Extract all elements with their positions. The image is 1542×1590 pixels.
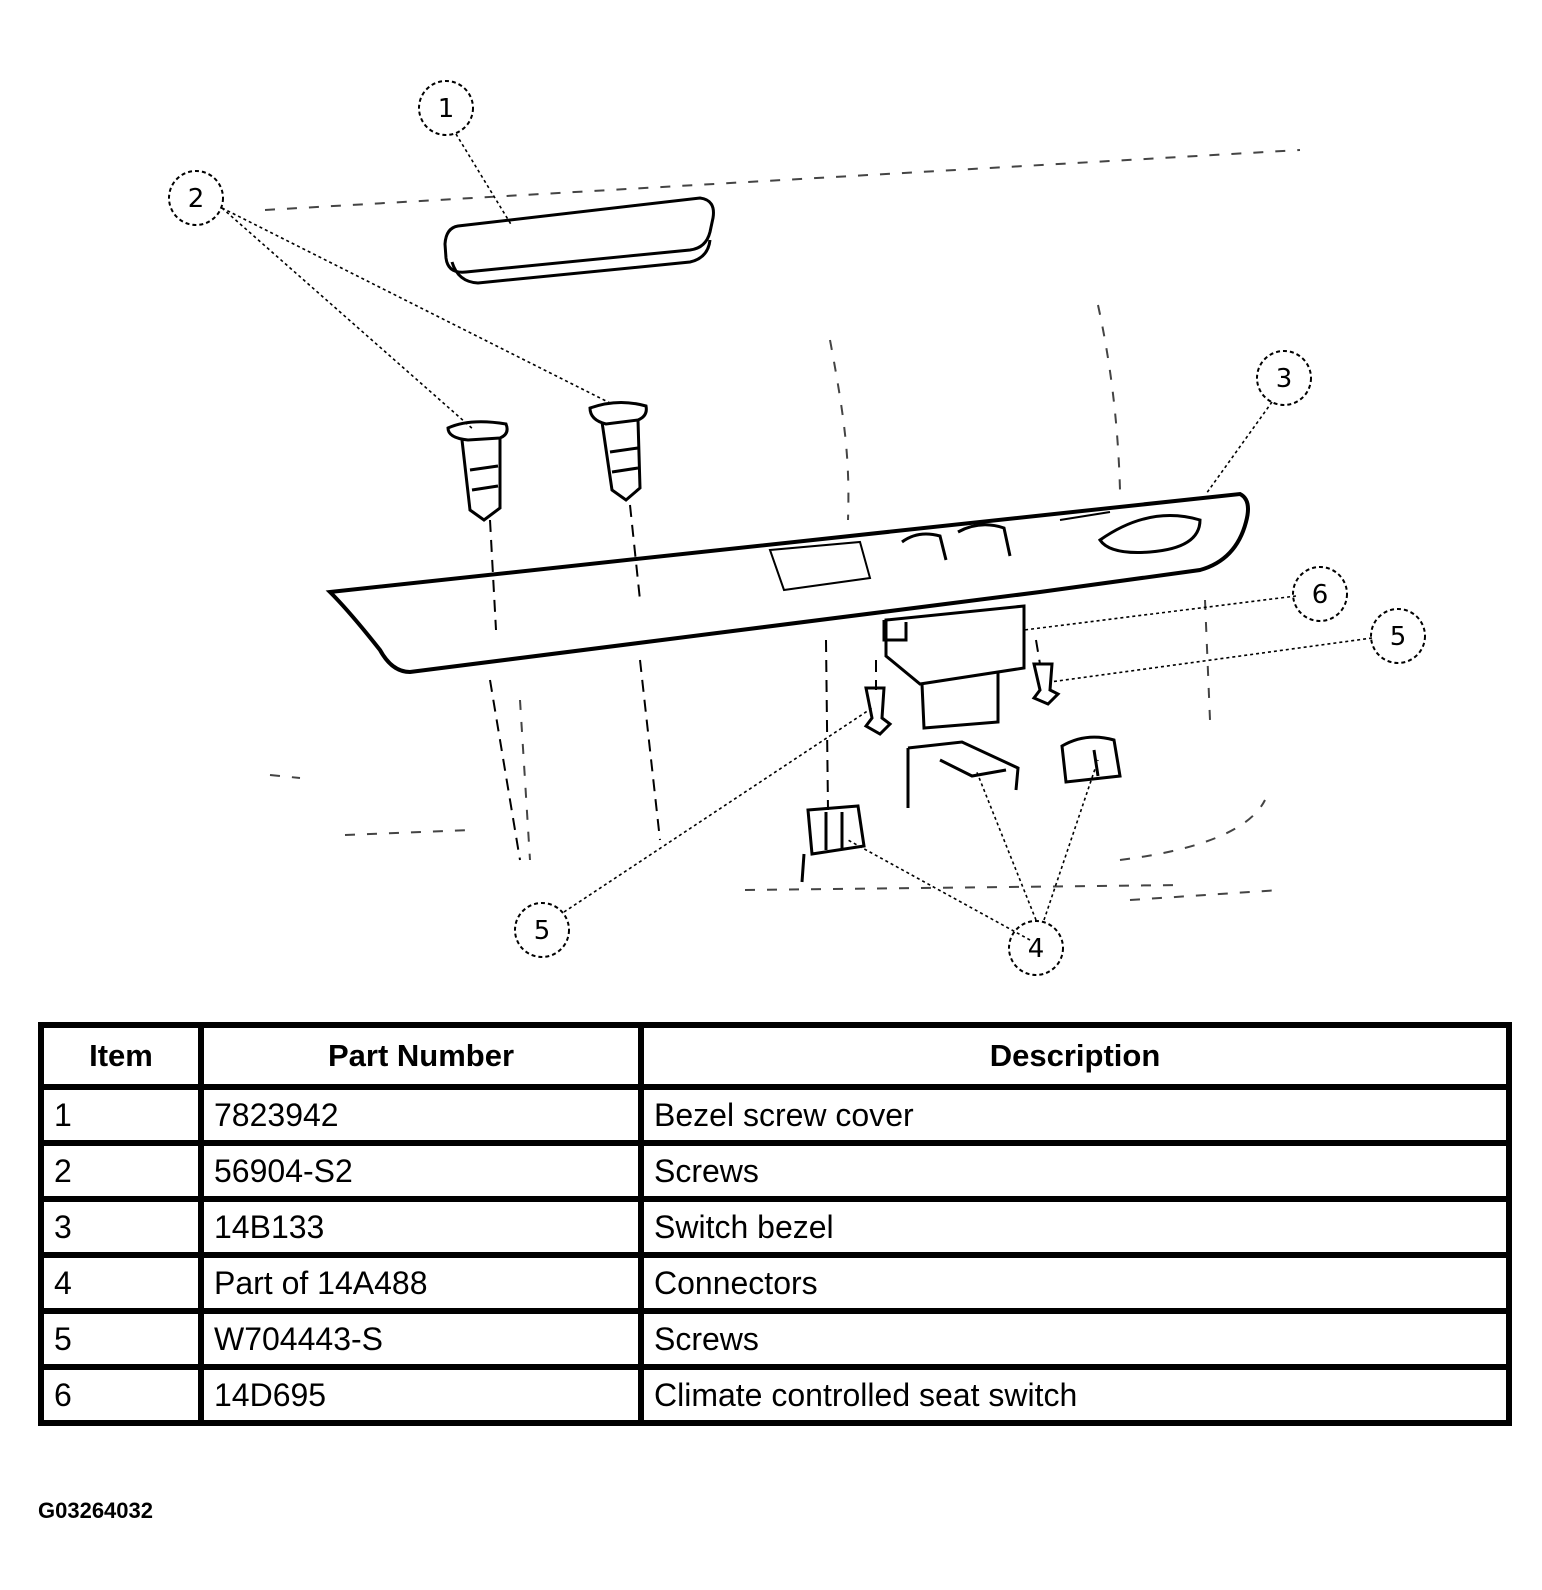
column-header-item: Item — [38, 1022, 204, 1090]
table-row: 5 W704443-S Screws — [38, 1308, 1512, 1370]
callout-leader-lines — [221, 133, 1373, 941]
callout-2: 2 — [168, 170, 224, 226]
callout-5-right: 5 — [1370, 608, 1426, 664]
description-cell: Switch bezel — [638, 1196, 1512, 1258]
callout-5-left-number: 5 — [534, 916, 551, 946]
item-cell: 2 — [38, 1140, 204, 1202]
callout-6: 6 — [1292, 566, 1348, 622]
table-row: 4 Part of 14A488 Connectors — [38, 1252, 1512, 1314]
connector-center — [906, 740, 1020, 808]
exploded-parts-diagram: 1 2 3 6 5 5 4 — [168, 80, 1426, 976]
switch-bezel-part — [325, 491, 1250, 675]
description-cell: Bezel screw cover — [638, 1084, 1512, 1146]
part-number-cell: Part of 14A488 — [198, 1252, 644, 1314]
item-cell: 6 — [38, 1364, 204, 1426]
description-cell: Climate controlled seat switch — [638, 1364, 1512, 1426]
callout-5-right-number: 5 — [1390, 622, 1407, 652]
table-row: 2 56904-S2 Screws — [38, 1140, 1512, 1202]
part-number-cell: 14D695 — [198, 1364, 644, 1426]
switch-screw-right — [1031, 662, 1061, 706]
assembly-alignment-lines — [489, 504, 1041, 861]
description-cell: Connectors — [638, 1252, 1512, 1314]
table-row: 3 14B133 Switch bezel — [38, 1196, 1512, 1258]
description-cell: Screws — [638, 1308, 1512, 1370]
part-number-cell: W704443-S — [198, 1308, 644, 1370]
callout-2-number: 2 — [188, 184, 205, 214]
bezel-screw-right — [588, 401, 648, 502]
item-cell: 5 — [38, 1308, 204, 1370]
table-row: 1 7823942 Bezel screw cover — [38, 1084, 1512, 1146]
callout-4-number: 4 — [1028, 934, 1045, 964]
callout-1-number: 1 — [438, 94, 455, 124]
part-number-cell: 7823942 — [198, 1084, 644, 1146]
bezel-screw-left — [446, 420, 509, 522]
switch-screw-left — [863, 686, 893, 736]
item-cell: 4 — [38, 1252, 204, 1314]
parts-table: Item Part Number Description 1 7823942 B… — [38, 1022, 1512, 1426]
door-panel-background — [264, 149, 1301, 901]
callout-3: 3 — [1256, 350, 1312, 406]
callout-1: 1 — [418, 80, 474, 136]
description-cell: Screws — [638, 1140, 1512, 1202]
table-row: 6 14D695 Climate controlled seat switch — [38, 1364, 1512, 1426]
item-cell: 1 — [38, 1084, 204, 1146]
figure-code: G03264032 — [38, 1498, 153, 1523]
item-cell: 3 — [38, 1196, 204, 1258]
callout-4: 4 — [1008, 920, 1064, 976]
climate-seat-switch-part — [882, 604, 1026, 730]
callout-5-left: 5 — [514, 902, 570, 958]
table-header-row: Item Part Number Description — [38, 1022, 1512, 1090]
connector-left — [800, 804, 866, 883]
bezel-screw-cover-part — [443, 196, 715, 285]
part-number-cell: 14B133 — [198, 1196, 644, 1258]
connector-right — [1060, 735, 1122, 784]
callout-3-number: 3 — [1276, 364, 1293, 394]
column-header-part-number: Part Number — [198, 1022, 644, 1090]
callout-6-number: 6 — [1312, 580, 1329, 610]
column-header-description: Description — [638, 1022, 1512, 1090]
part-number-cell: 56904-S2 — [198, 1140, 644, 1202]
